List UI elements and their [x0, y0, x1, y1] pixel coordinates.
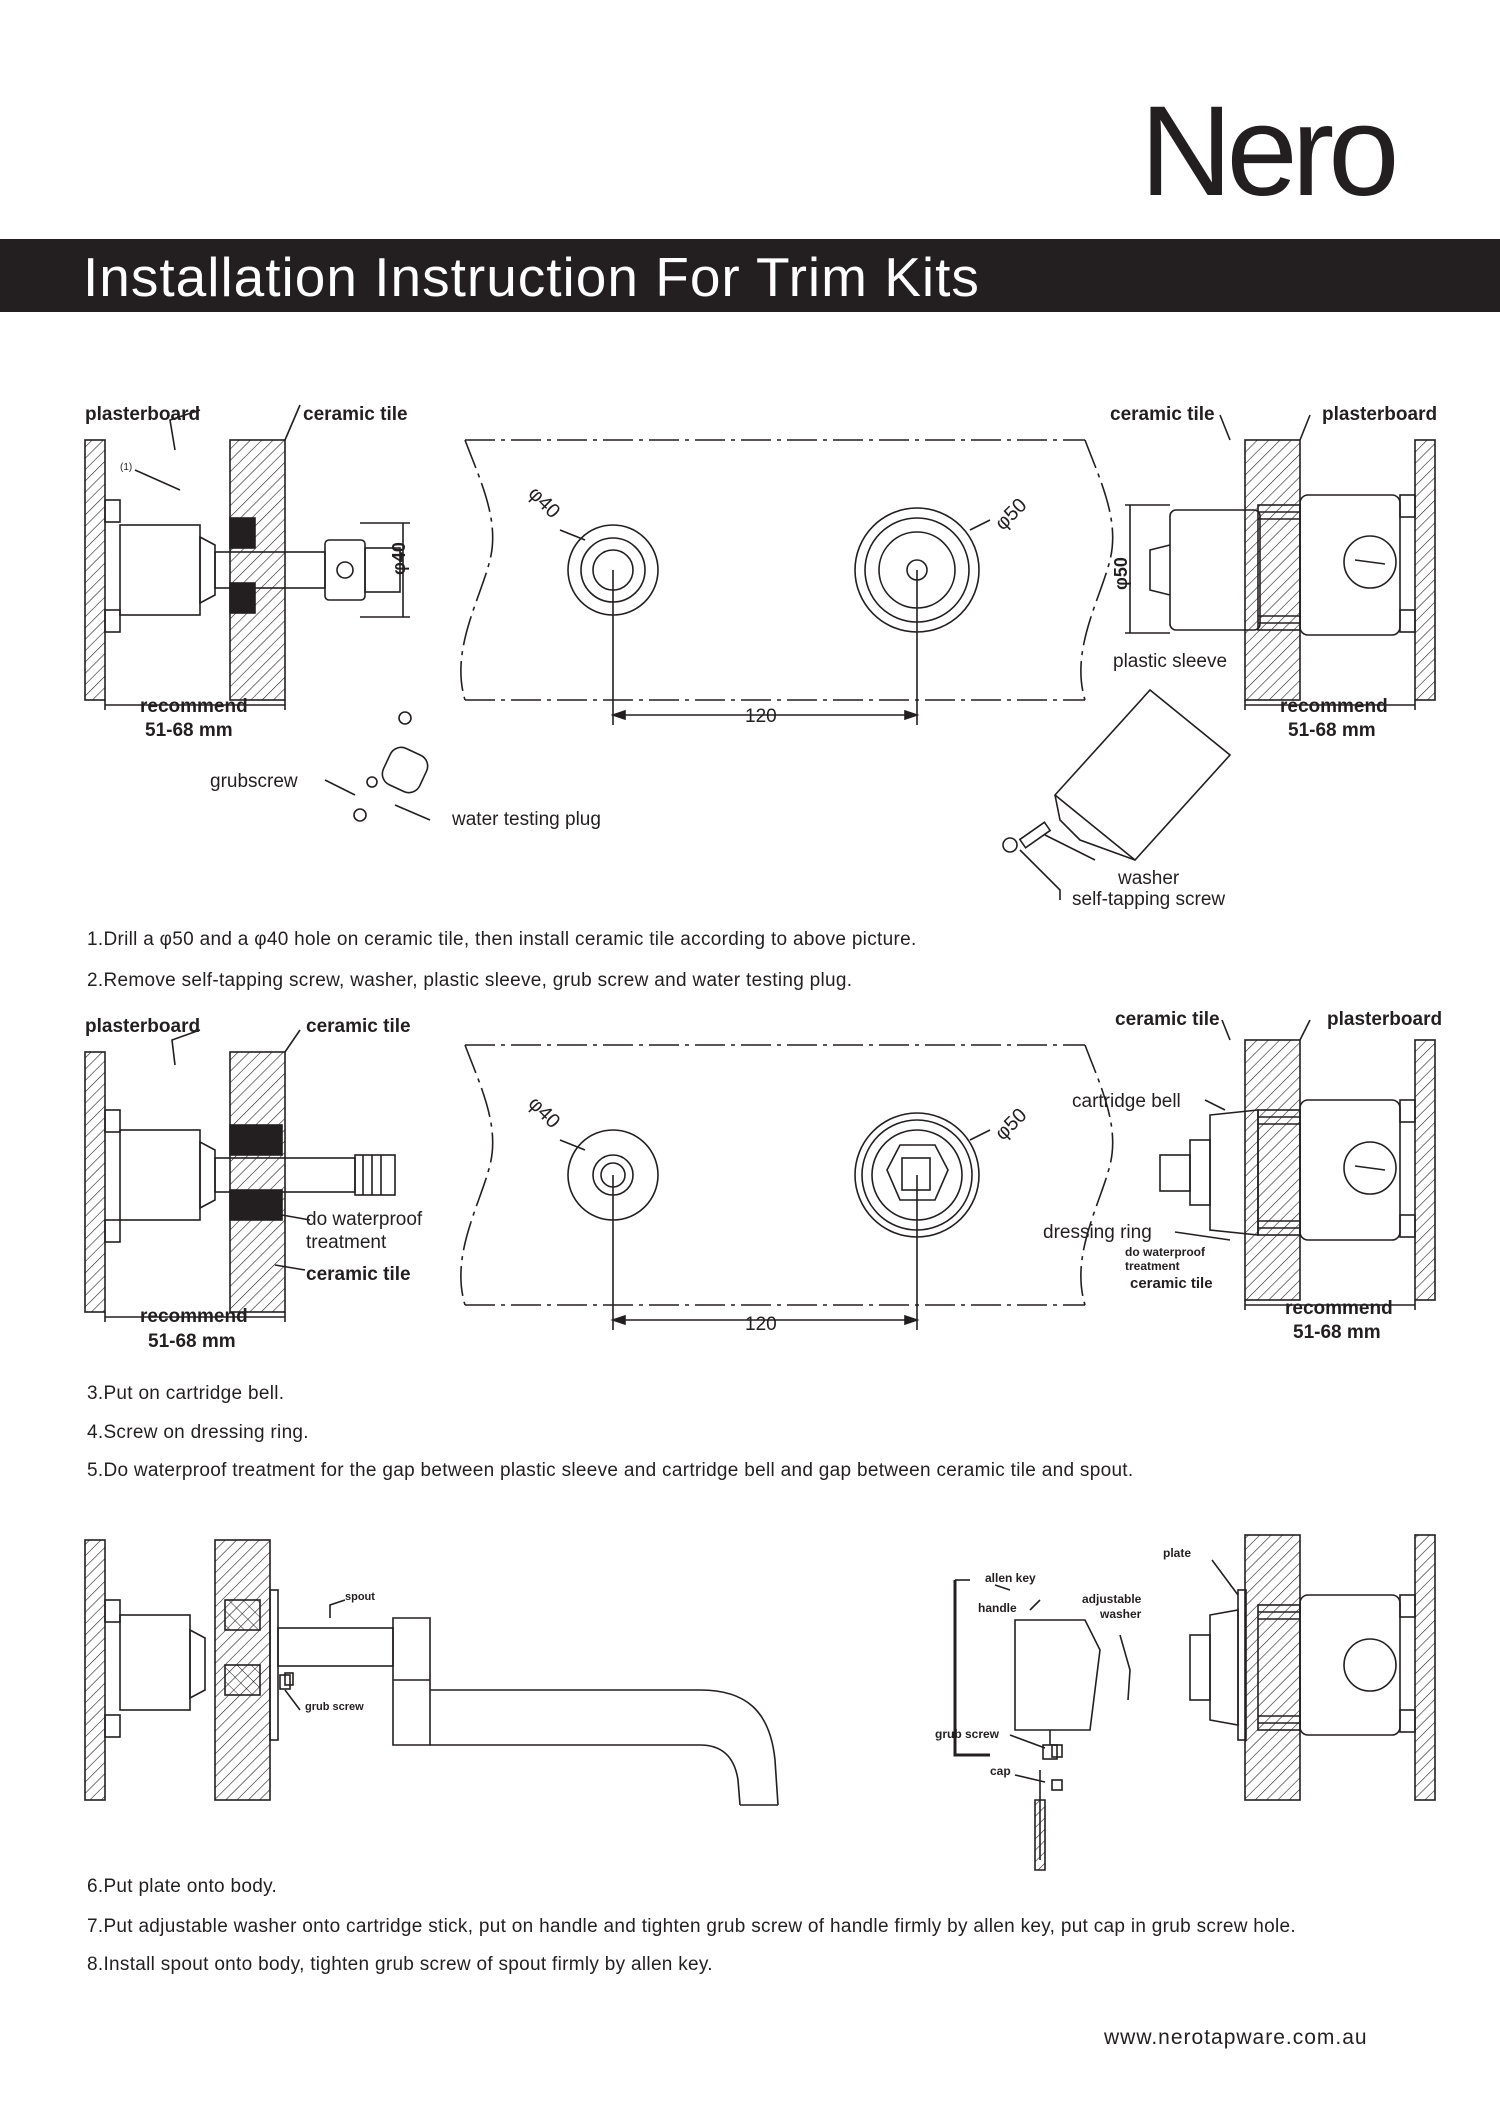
label-plasterboard-1a: plasterboard — [85, 404, 200, 425]
label-adjustable: adjustable — [1082, 1592, 1142, 1606]
label-dim-120-1: 120 — [745, 706, 777, 727]
section3-plate-side-view — [1189, 1534, 1436, 1801]
label-grub-screw-spout: grub screw — [305, 1701, 364, 1713]
step-1: 1.Drill a φ50 and a φ40 hole on ceramic … — [87, 929, 917, 950]
section2-left-side-view — [84, 1029, 396, 1322]
label-ceramic-tile-1a: ceramic tile — [303, 404, 408, 425]
label-dim-120-2: 120 — [745, 1314, 777, 1335]
section3-handle-parts — [953, 1579, 1131, 1871]
section1-left-side-view — [84, 404, 410, 710]
label-washer: washer — [1117, 868, 1180, 889]
section2-right-side-view — [1159, 1019, 1436, 1310]
label-treatment-2a: treatment — [306, 1232, 387, 1253]
label-range-1b: 51-68 mm — [1288, 720, 1376, 741]
label-plasterboard-2a: plasterboard — [85, 1016, 200, 1037]
label-dia40-front-2: φ40 — [524, 1092, 564, 1132]
label-dia50-front-2: φ50 — [991, 1104, 1031, 1144]
step-4: 4.Screw on dressing ring. — [87, 1422, 309, 1443]
label-dia40-front: φ40 — [524, 482, 564, 522]
label-ceramic-tile-2b: ceramic tile — [1115, 1009, 1220, 1030]
step-6: 6.Put plate onto body. — [87, 1876, 278, 1897]
label-do-waterproof-2b: do waterproof — [1125, 1245, 1206, 1259]
label-range-2a: 51-68 mm — [148, 1331, 236, 1352]
label-washer-small: washer — [1099, 1607, 1142, 1621]
label-plasterboard-1b: plasterboard — [1322, 404, 1437, 425]
label-dia50-front: φ50 — [991, 494, 1031, 534]
step-2: 2.Remove self-tapping screw, washer, pla… — [87, 970, 853, 991]
label-ceramic-tile-1b: ceramic tile — [1110, 404, 1215, 425]
label-self-tapping-screw: self-tapping screw — [1072, 889, 1225, 910]
label-callout-1: (1) — [120, 462, 132, 473]
label-ceramic-tile-2d: ceramic tile — [1130, 1275, 1213, 1292]
label-spout: spout — [345, 1591, 375, 1603]
step-8: 8.Install spout onto body, tighten grub … — [87, 1954, 713, 1975]
label-dressing-ring: dressing ring — [1043, 1222, 1152, 1243]
label-ceramic-tile-2c: ceramic tile — [306, 1264, 411, 1285]
section3-spout-install — [84, 1539, 779, 1806]
label-do-waterproof-2a: do waterproof — [306, 1209, 423, 1230]
page-title: Installation Instruction For Trim Kits — [83, 246, 980, 308]
step-7: 7.Put adjustable washer onto cartridge s… — [87, 1916, 1296, 1937]
label-allen-key: allen key — [985, 1571, 1036, 1585]
label-dia50-side: φ50 — [1111, 557, 1131, 590]
label-handle: handle — [978, 1601, 1017, 1615]
label-treatment-2b: treatment — [1125, 1259, 1180, 1273]
label-recommend-1a: recommend — [140, 696, 248, 717]
label-range-1a: 51-68 mm — [145, 720, 233, 741]
label-dia40-side: φ40 — [389, 542, 409, 575]
label-plastic-sleeve: plastic sleeve — [1113, 651, 1227, 672]
label-ceramic-tile-2a: ceramic tile — [306, 1016, 411, 1037]
label-plate: plate — [1163, 1546, 1191, 1560]
label-grubscrew: grubscrew — [210, 771, 298, 792]
label-range-2b: 51-68 mm — [1293, 1322, 1381, 1343]
label-recommend-2a: recommend — [140, 1306, 248, 1327]
label-cartridge-bell: cartridge bell — [1072, 1091, 1181, 1112]
section1-front-view — [460, 439, 1114, 725]
step-5: 5.Do waterproof treatment for the gap be… — [87, 1460, 1134, 1481]
label-plasterboard-2b: plasterboard — [1327, 1009, 1442, 1030]
plastic-sleeve-parts — [1002, 688, 1232, 900]
label-cap: cap — [990, 1764, 1011, 1778]
label-recommend-2b: recommend — [1285, 1298, 1393, 1319]
label-water-testing-plug: water testing plug — [451, 809, 601, 830]
brand-logo: Nero — [1140, 80, 1399, 223]
section2-front-view — [460, 1044, 1114, 1330]
label-recommend-1b: recommend — [1280, 696, 1388, 717]
step-3: 3.Put on cartridge bell. — [87, 1383, 285, 1404]
section1-right-side-view — [1125, 414, 1436, 710]
title-bar: Installation Instruction For Trim Kits — [0, 239, 1500, 312]
label-grub-screw-handle: grub screw — [935, 1727, 1000, 1741]
footer-url[interactable]: www.nerotapware.com.au — [1104, 2026, 1368, 2049]
grubscrew-plug-parts — [324, 711, 431, 822]
